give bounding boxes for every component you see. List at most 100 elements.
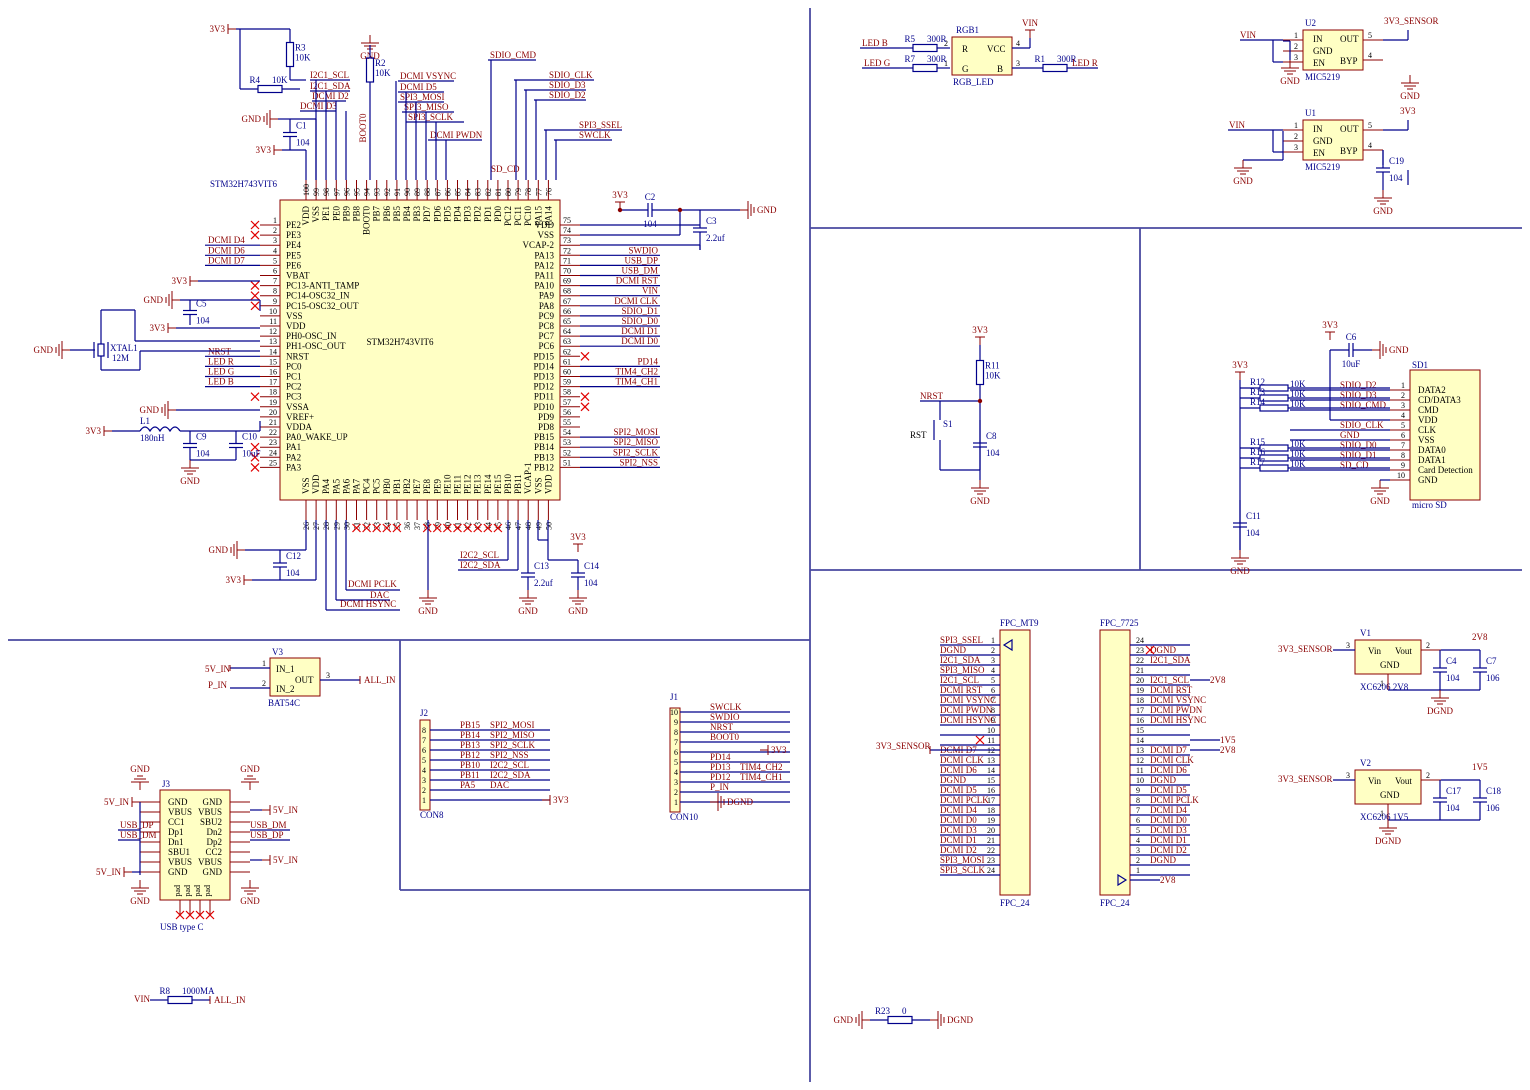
net-label: TIM4_CH1 <box>616 377 659 387</box>
pin-number: 17 <box>269 378 277 387</box>
pin-name: PB6 <box>382 206 392 222</box>
pin-number: 73 <box>563 236 571 245</box>
pin-number: 7 <box>273 277 277 286</box>
ref-designator: FPC_7725 <box>1100 618 1139 628</box>
power-label: 3V3 <box>1232 360 1248 370</box>
pin1-marker <box>1002 638 1013 652</box>
pin-name: Dn1 <box>168 837 184 847</box>
net-label: NRST <box>710 722 734 732</box>
pin-name: PC5 <box>372 478 382 494</box>
net-label: DCMI PWDN <box>940 705 993 715</box>
ground-label: GND <box>242 114 262 124</box>
pin-name: PD9 <box>538 412 555 422</box>
pin-number: 13 <box>1136 746 1144 755</box>
pin-name: VDD <box>286 321 306 331</box>
pin-name: PH1-OSC_OUT <box>286 341 346 351</box>
resistor-symbol <box>912 43 938 53</box>
pin-number: 59 <box>563 378 571 387</box>
ref-designator: J2 <box>420 708 428 718</box>
net-label: VIN <box>1229 120 1245 130</box>
mcu-part-name: STM32H743VIT6 <box>367 337 434 347</box>
net-label: DCMI D0 <box>621 336 658 346</box>
pin-number: 81 <box>494 188 503 196</box>
pin-number: 20 <box>269 408 277 417</box>
pin-number: 3 <box>273 236 277 245</box>
pin-name: PD4 <box>453 206 463 223</box>
net-label: I2C2_SDA <box>460 560 501 570</box>
pin-number: 1 <box>991 636 995 645</box>
component-value: 104 <box>196 449 210 459</box>
pin-name: PA3 <box>286 462 302 472</box>
net-label: PB13 <box>460 740 481 750</box>
pin-name: PD6 <box>432 206 442 223</box>
mcu-body <box>279 199 561 501</box>
no-connect-mark <box>352 523 361 533</box>
pin-name: BYP <box>1340 56 1358 66</box>
pin-name: PD15 <box>533 351 554 361</box>
pin-name: GND <box>203 867 223 877</box>
power-label: 3V3 <box>612 190 628 200</box>
no-connect-mark <box>580 351 590 361</box>
pin-name: PA14 <box>543 206 553 226</box>
pad-label: pad <box>203 885 212 897</box>
ldo-body <box>1354 639 1422 675</box>
pin-name: PB5 <box>392 206 402 222</box>
component-value: 10K <box>1290 459 1306 469</box>
pin-number: 61 <box>563 357 571 366</box>
crystal-symbol <box>97 343 105 357</box>
pin-number: 8 <box>422 726 426 735</box>
part-name: FPC_24 <box>1000 898 1030 908</box>
power-label: 2V8 <box>1220 745 1236 755</box>
inductor-symbol <box>139 426 181 433</box>
ref-designator: J3 <box>162 779 171 789</box>
ground-label: GND <box>1233 176 1253 186</box>
net-label: USB_DM <box>621 266 658 276</box>
pin-number: 35 <box>393 522 402 530</box>
pin-number: 87 <box>433 188 442 196</box>
pin-number: 8 <box>1401 451 1405 460</box>
net-label: TIM4_CH2 <box>616 367 659 377</box>
pin-name: GND <box>1380 660 1400 670</box>
component-value: 104 <box>986 448 1000 458</box>
power-label: 3V3 <box>86 426 102 436</box>
pin-number: 42 <box>464 522 473 530</box>
net-label: LED G <box>208 367 235 377</box>
no-connect-mark <box>175 910 185 920</box>
pin-number: 10 <box>1136 776 1144 785</box>
ground-label: DGND <box>727 797 753 807</box>
part-name: RGB_LED <box>953 77 994 87</box>
pin-number: 3 <box>1346 771 1350 780</box>
component-value: 300R <box>1057 54 1077 64</box>
power-label: ALL_IN <box>214 995 246 1005</box>
pin-name: PA2 <box>286 452 301 462</box>
net-label: DCMI D5 <box>400 82 437 92</box>
pin-number: 6 <box>422 746 426 755</box>
pin-number: 95 <box>353 188 362 196</box>
ground-label: GND <box>1389 345 1409 355</box>
pin-name: PC13-ANTI_TAMP <box>286 281 359 291</box>
ref-designator: U2 <box>1305 18 1316 28</box>
net-label: DCMI D2 <box>1150 845 1187 855</box>
pin-number: 1 <box>1401 381 1405 390</box>
ground-label: GND <box>1370 496 1390 506</box>
net-label: LED B <box>208 377 234 387</box>
net-label: DGND <box>1150 645 1176 655</box>
pin-name: GND <box>203 797 223 807</box>
pin-name: PD1 <box>483 206 493 222</box>
pin-number: 72 <box>563 246 571 255</box>
pin-number: 92 <box>383 188 392 196</box>
part-name: FPC_24 <box>1100 898 1130 908</box>
pin-number: 3 <box>1294 53 1298 62</box>
ref-designator: V2 <box>1360 758 1371 768</box>
pin-number: 1 <box>1136 866 1140 875</box>
net-label: SDIO_D3 <box>1340 390 1377 400</box>
net-label: SPI3_MISO <box>404 102 449 112</box>
pin-name: PE14 <box>483 474 493 494</box>
pin-name: VDD <box>311 474 321 494</box>
component-value: 104 <box>296 138 310 148</box>
net-label: DCMI D7 <box>208 255 245 265</box>
no-connect-mark <box>432 523 442 533</box>
pin-number: 65 <box>563 317 571 326</box>
component-value: 10K <box>1290 399 1306 409</box>
component-value: 10K <box>1290 449 1306 459</box>
